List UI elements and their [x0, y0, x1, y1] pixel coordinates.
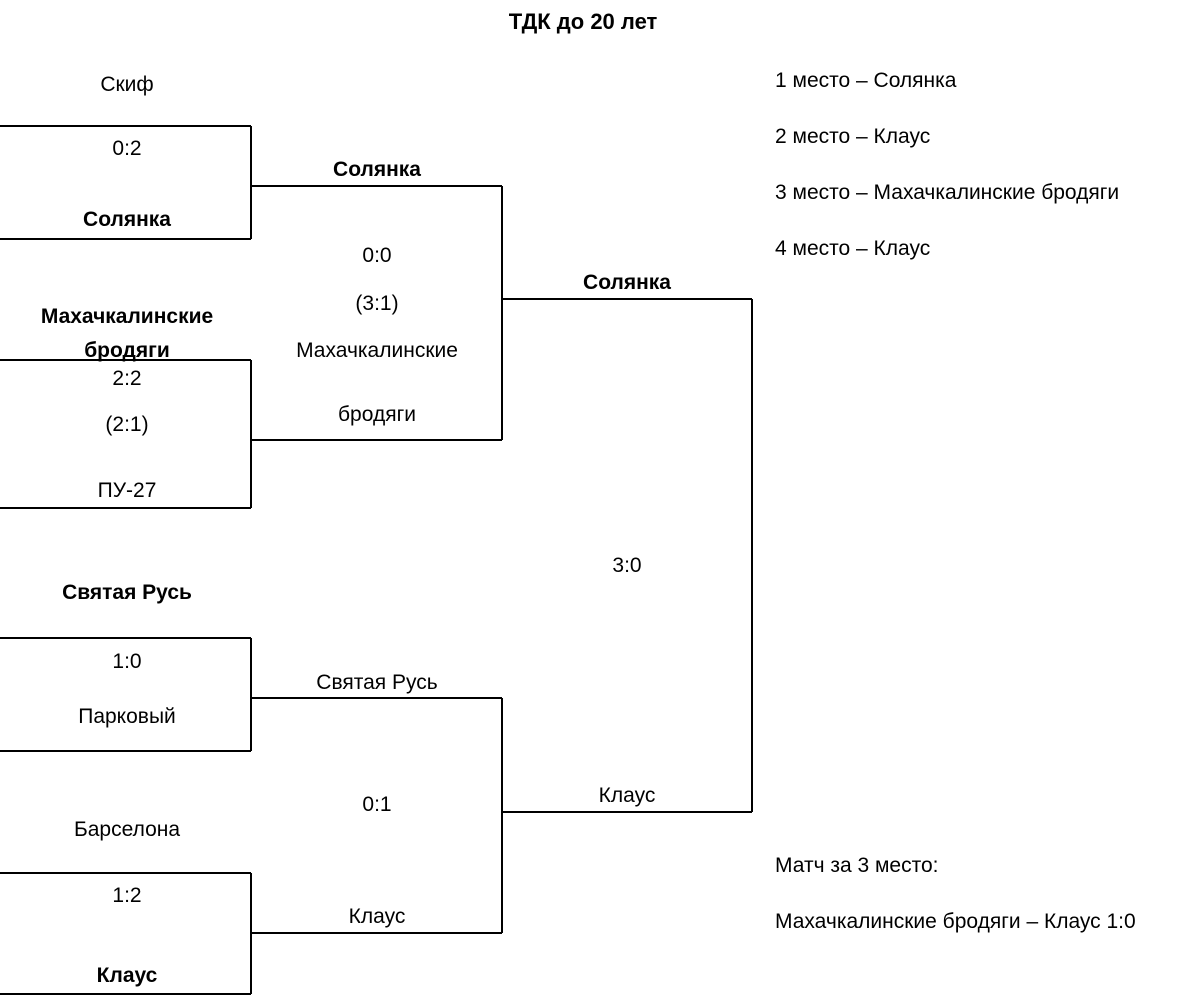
final-team-a: Солянка — [583, 271, 671, 294]
semifinal-bottom-team-a: Святая Русь — [316, 671, 438, 694]
semifinal-bottom-score: 0:1 — [362, 793, 392, 816]
match-3-bracket — [0, 637, 502, 752]
match-3-score: 1:0 — [112, 650, 142, 673]
semifinal-bottom-bracket — [501, 698, 752, 933]
standings-place-1: 1 место – Солянка — [775, 69, 957, 92]
match-2-penalties: (2:1) — [105, 413, 149, 436]
match-2-score: 2:2 — [112, 367, 142, 390]
semifinal-top-score: 0:0 — [362, 244, 392, 267]
match-4-score: 1:2 — [112, 884, 142, 907]
standings-place-4: 4 место – Клаус — [775, 237, 931, 260]
semifinal-top-team-a: Солянка — [333, 158, 421, 181]
match-4-top-team: Барселона — [73, 818, 181, 841]
third-place-result: Махачкалинские бродяги – Клаус 1:0 — [775, 910, 1136, 933]
match-3-top-team: Святая Русь — [62, 581, 192, 604]
match-1-bracket — [0, 125, 502, 240]
final-score: 3:0 — [612, 554, 642, 577]
third-place-label: Матч за 3 место: — [775, 854, 939, 877]
match-1-bottom-team: Солянка — [83, 208, 171, 231]
match-2-top-team: Махачкалинские — [40, 305, 214, 328]
match-1-score: 0:2 — [112, 137, 142, 160]
match-2-bracket — [0, 359, 502, 509]
standings-place-2: 2 место – Клаус — [775, 125, 931, 148]
semifinal-top-team-b-line1: Махачкалинские — [296, 339, 458, 362]
page-title: ТДК до 20 лет — [508, 9, 658, 34]
semifinal-top-bracket — [501, 186, 752, 440]
match-4-bottom-team: Клаус — [96, 964, 158, 987]
match-2-bottom-team: ПУ-27 — [97, 479, 157, 502]
match-3-bottom-team: Парковый — [78, 705, 176, 728]
semifinal-top-penalties: (3:1) — [355, 292, 399, 315]
semifinal-bottom-team-b: Клаус — [348, 905, 406, 928]
match-4-bracket — [0, 872, 502, 995]
match-2-top-team-line2: бродяги — [84, 339, 170, 362]
standings-place-3: 3 место – Махачкалинские бродяги — [775, 181, 1120, 204]
match-1-top-team: Скиф — [100, 73, 154, 96]
semifinal-top-team-b-line2: бродяги — [338, 403, 416, 426]
final-team-b: Клаус — [598, 784, 656, 807]
